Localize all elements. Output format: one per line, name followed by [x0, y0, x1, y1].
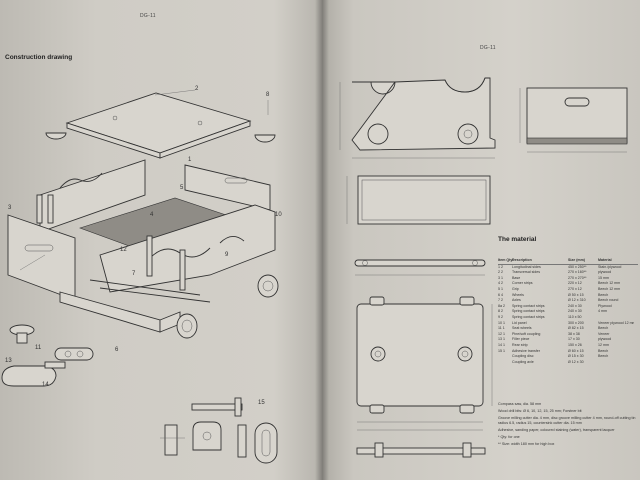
handle-left: [45, 132, 67, 140]
note-size: ** Size: width 180 mm for high box: [498, 442, 555, 446]
note-compass-saw: Compass saw, dia. 58 mm: [498, 402, 542, 406]
callout-14: 14: [42, 382, 49, 388]
callout-1: 1: [188, 157, 192, 163]
callout-4: 4: [150, 212, 154, 218]
detail-coupling-bar: [191, 403, 243, 411]
axle-strip: [354, 259, 486, 267]
material-notes: Compass saw, dia. 58 mm Wood drill bits:…: [498, 402, 638, 449]
material-table-header: Item Qty* Description Size (mm) Material: [498, 258, 638, 265]
end-elevation: [526, 87, 628, 144]
coupling-bracket: [54, 347, 94, 361]
callout-5: 5: [180, 185, 184, 191]
callout-13: 13: [5, 358, 12, 364]
detail-coupling-side: [164, 424, 178, 456]
callout-11: 11: [35, 345, 42, 351]
callout-2: 2: [195, 86, 199, 92]
detail-slot-plate: [254, 422, 278, 464]
side-wheel-left: [367, 123, 389, 145]
page-header-right: DG-11: [480, 45, 496, 51]
detail-coupling-front: [192, 421, 222, 451]
section-title-construction: Construction drawing: [5, 54, 73, 61]
handle-right: [254, 134, 276, 143]
wheel-right: [257, 274, 279, 298]
callout-8: 8: [266, 92, 270, 98]
callout-9: 9: [225, 252, 229, 258]
material-title: The material: [498, 236, 537, 243]
note-drill-bits: Wood drill bits: Ø 6, 10, 12, 15, 25 mm;…: [498, 409, 582, 413]
callout-7: 7: [132, 271, 136, 277]
callout-12: 12: [120, 247, 127, 253]
plan-view: [357, 175, 491, 225]
note-adhesive: Adhesive, sanding paper, coloured staini…: [498, 428, 615, 432]
coupling-plate: [1, 365, 57, 387]
material-table: Item Qty* Description Size (mm) Material…: [498, 258, 638, 365]
bottom-strip: [356, 447, 486, 455]
note-qty: * Qty: for one: [498, 435, 520, 439]
lid-plan: [356, 303, 484, 407]
wheel-front: [176, 313, 198, 339]
note-milling: Groove milling cutter dia. 4 mm, disc gr…: [498, 416, 636, 425]
callout-6: 6: [115, 347, 119, 353]
left-page: DG-11 Construction drawing: [0, 0, 322, 480]
exploded-construction-drawing: [1, 89, 279, 464]
side-wheel-right: [457, 123, 479, 145]
callout-15: 15: [258, 400, 265, 406]
callout-10: 10: [275, 212, 282, 218]
box-front-side: [99, 204, 276, 293]
callout-3: 3: [8, 205, 12, 211]
book-gutter: [315, 0, 329, 480]
page-header-left: DG-11: [140, 13, 156, 19]
